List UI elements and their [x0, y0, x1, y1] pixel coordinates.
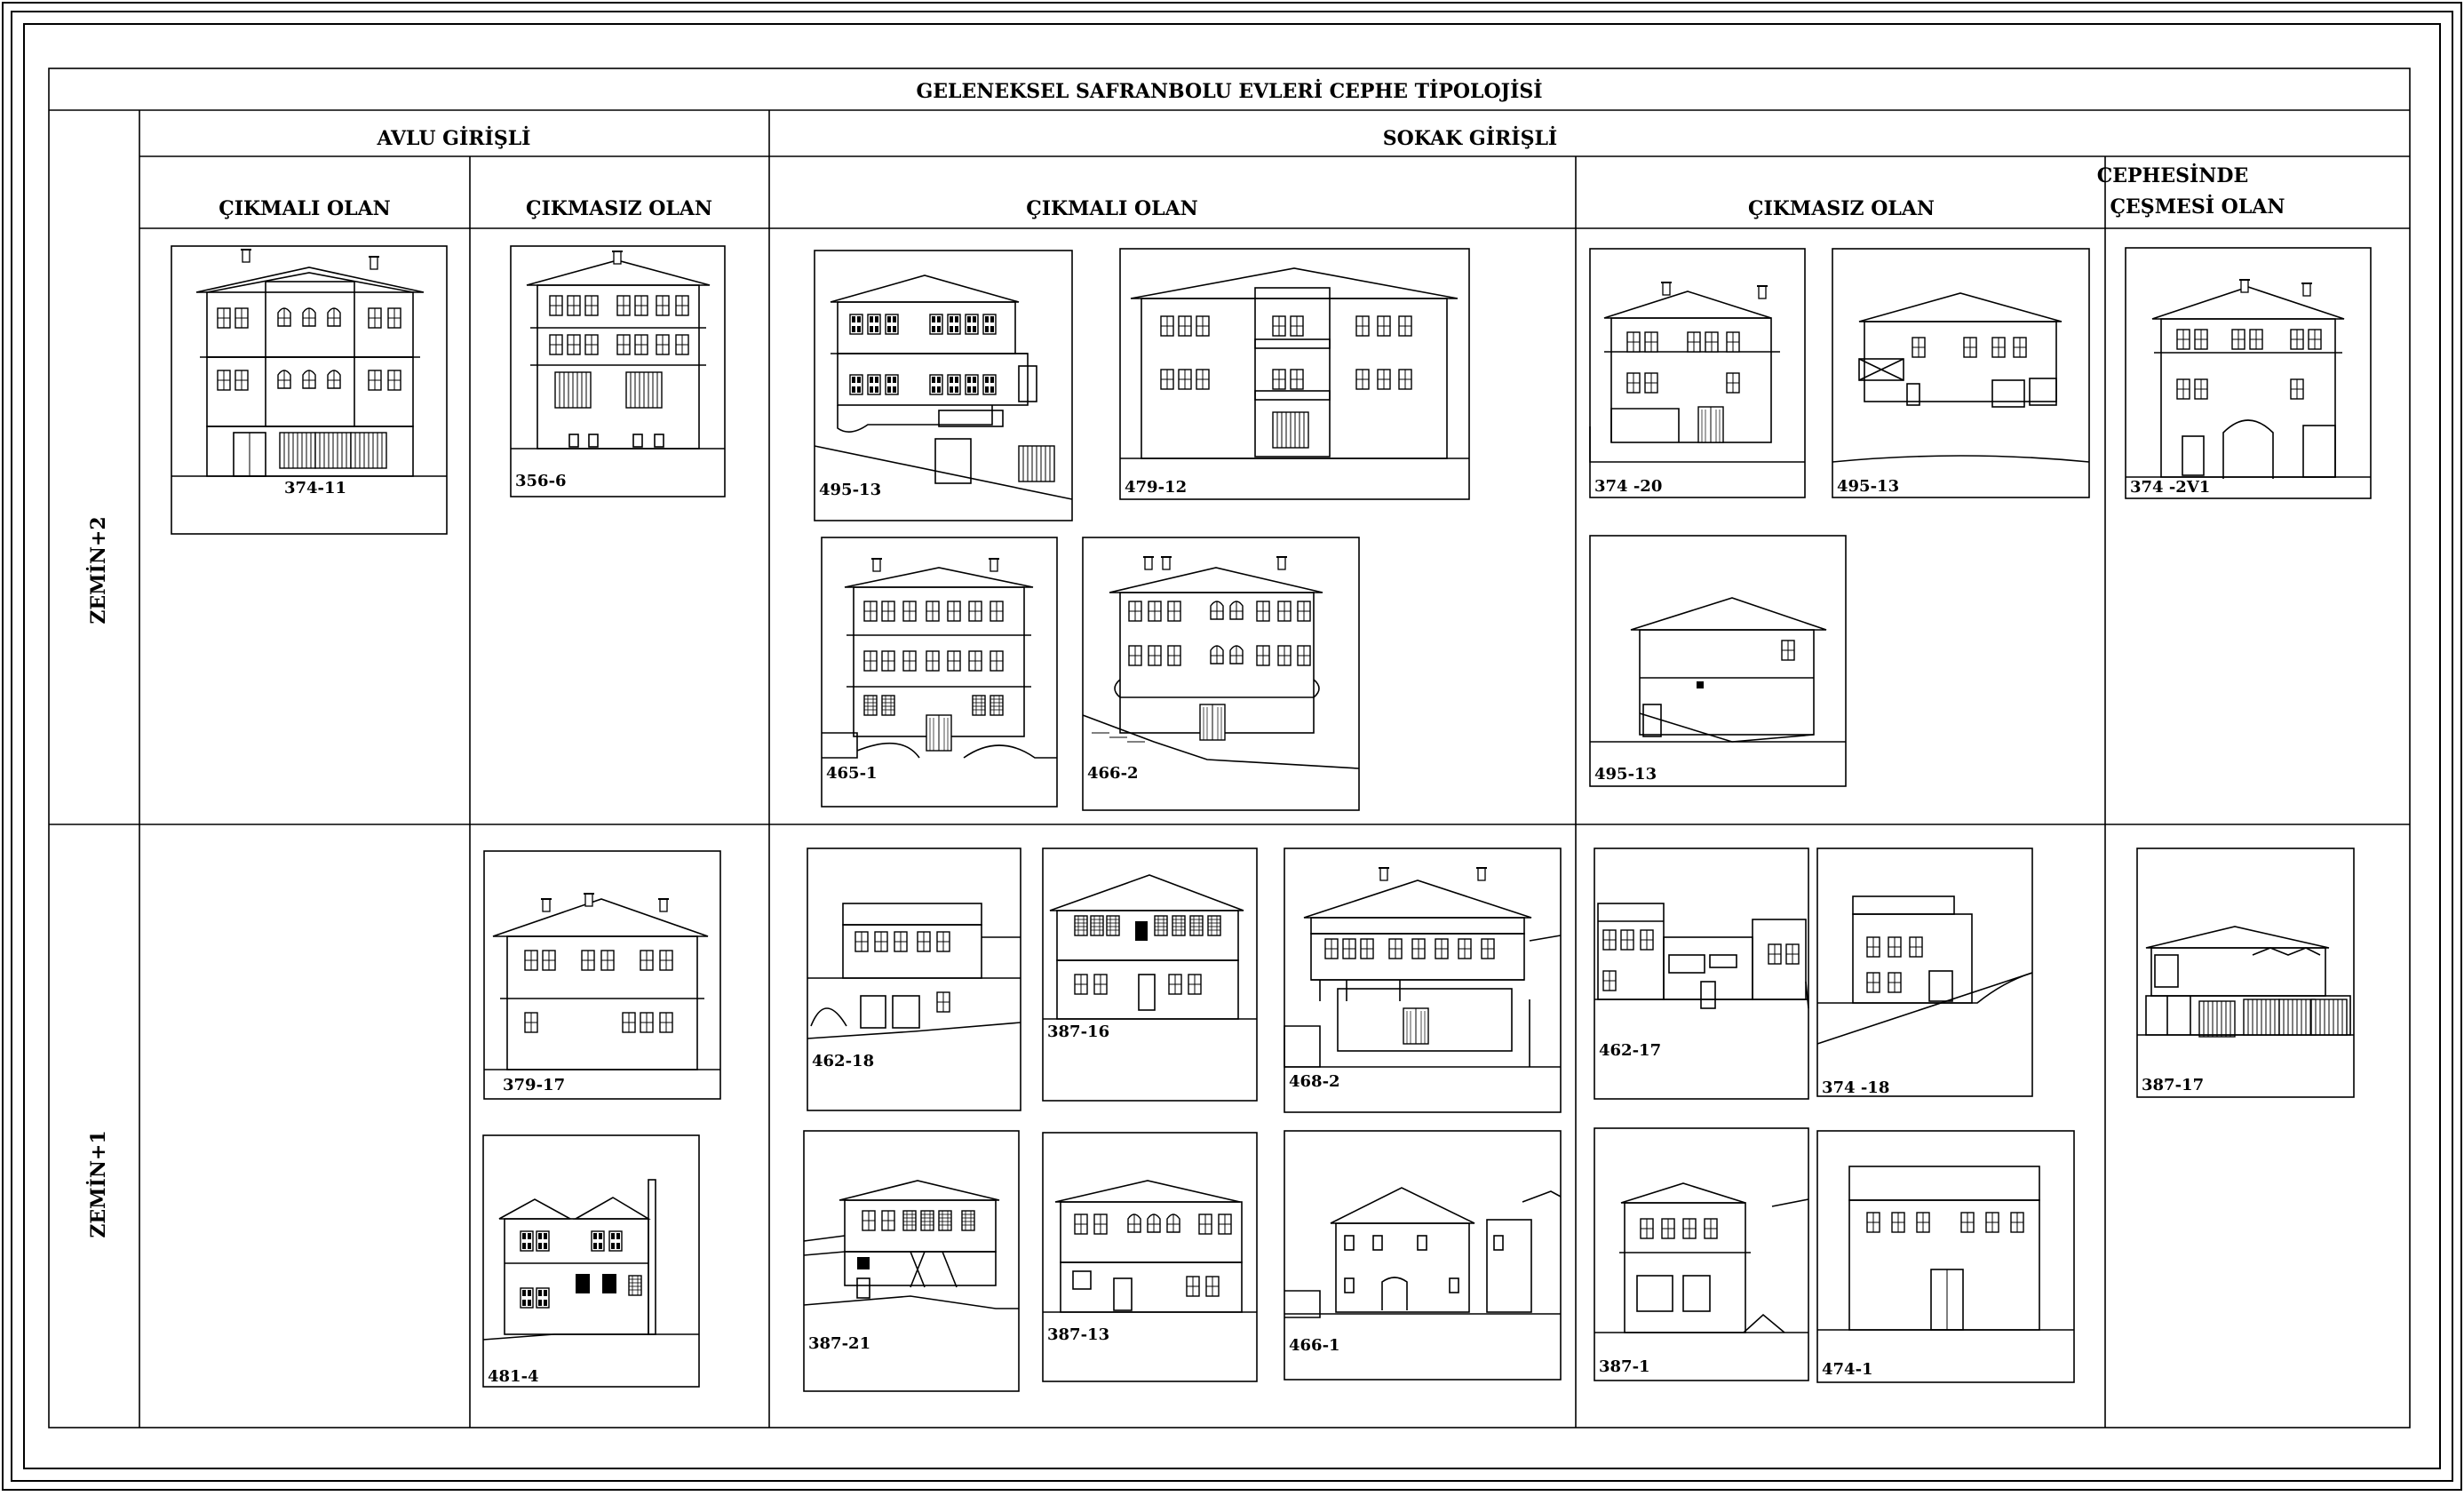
col-sokak-cikmasiz: ÇIKMASIZ OLAN: [1748, 197, 1935, 220]
house-code: 466-2: [1087, 764, 1139, 783]
house-card-379-17: 379-17: [483, 850, 721, 1100]
house-card-387-16: 387-16: [1042, 847, 1258, 1102]
row-zemin-1: ZEMİN+1: [85, 1130, 110, 1237]
house-card-466-2: 466-2: [1082, 537, 1360, 811]
house-code: 374 -20: [1594, 477, 1662, 496]
house-code: 374 -18: [1822, 1078, 1889, 1097]
house-card-356-6: 356-6: [510, 245, 726, 497]
col-avlu-cikmali: ÇIKMALI OLAN: [219, 197, 391, 220]
group-avlu-girisli: AVLU GİRİŞLİ: [377, 125, 531, 150]
house-code: 462-18: [812, 1052, 874, 1070]
house-card-387-13: 387-13: [1042, 1132, 1258, 1382]
house-card-495-13-b: 495-13: [1832, 248, 2090, 498]
outer-frame-inner: [11, 11, 2453, 1482]
house-code: 374 -2V1: [2130, 478, 2210, 497]
house-card-495-13-c: 495-13: [1589, 535, 1847, 787]
house-card-374-18: 374 -18: [1816, 847, 2033, 1097]
sheet-title: GELENEKSEL SAFRANBOLU EVLERİ CEPHE TİPOL…: [916, 78, 1542, 103]
house-code: 387-1: [1599, 1357, 1650, 1376]
house-card-462-18: 462-18: [807, 847, 1021, 1111]
row-zemin-2: ZEMİN+2: [85, 516, 110, 624]
house-card-465-1: 465-1: [821, 537, 1058, 808]
col-cesme-line2: ÇEŞMESİ OLAN: [2110, 194, 2285, 219]
house-card-468-2: 468-2: [1284, 847, 1562, 1113]
col-avlu-cikmasiz: ÇIKMASIZ OLAN: [526, 197, 712, 220]
house-code: 387-13: [1047, 1325, 1109, 1344]
house-card-495-13-a: 495-13: [814, 250, 1073, 521]
house-code: 465-1: [826, 764, 878, 783]
col-sokak-cikmali: ÇIKMALI OLAN: [1026, 197, 1198, 220]
house-code: 387-21: [808, 1334, 870, 1353]
house-code: 374-11: [284, 479, 346, 497]
inner-frame: [23, 23, 2441, 1469]
house-code: 479-12: [1125, 478, 1187, 497]
house-code: 379-17: [503, 1076, 565, 1094]
house-code: 495-13: [819, 481, 881, 499]
house-code: 356-6: [515, 472, 567, 490]
house-card-474-1: 474-1: [1816, 1130, 2075, 1383]
house-code: 387-17: [2142, 1076, 2204, 1094]
house-card-479-12: 479-12: [1119, 248, 1470, 500]
house-code: 466-1: [1289, 1336, 1340, 1355]
house-card-466-1: 466-1: [1284, 1130, 1562, 1381]
house-code: 495-13: [1594, 765, 1657, 784]
house-card-462-17: 462-17: [1594, 847, 1809, 1100]
house-card-374-11: 374-11: [171, 245, 448, 535]
col-cesme-line1: CEPHESİNDE: [2097, 163, 2249, 187]
house-card-374-20: 374 -20: [1589, 248, 1806, 498]
house-card-374-2v1: 374 -2V1: [2125, 247, 2372, 499]
typology-table-grid: [48, 68, 2411, 1428]
house-code: 481-4: [488, 1367, 539, 1386]
house-card-387-17: 387-17: [2136, 847, 2355, 1098]
house-card-387-21: 387-21: [803, 1130, 1020, 1392]
house-code: 462-17: [1599, 1041, 1661, 1060]
group-sokak-girisli: SOKAK GİRİŞLİ: [1383, 125, 1557, 150]
house-code: 468-2: [1289, 1072, 1340, 1091]
house-code: 387-16: [1047, 1023, 1109, 1041]
house-card-481-4: 481-4: [482, 1134, 700, 1388]
house-code: 474-1: [1822, 1360, 1873, 1379]
house-card-387-1: 387-1: [1594, 1127, 1809, 1381]
house-code: 495-13: [1837, 477, 1899, 496]
